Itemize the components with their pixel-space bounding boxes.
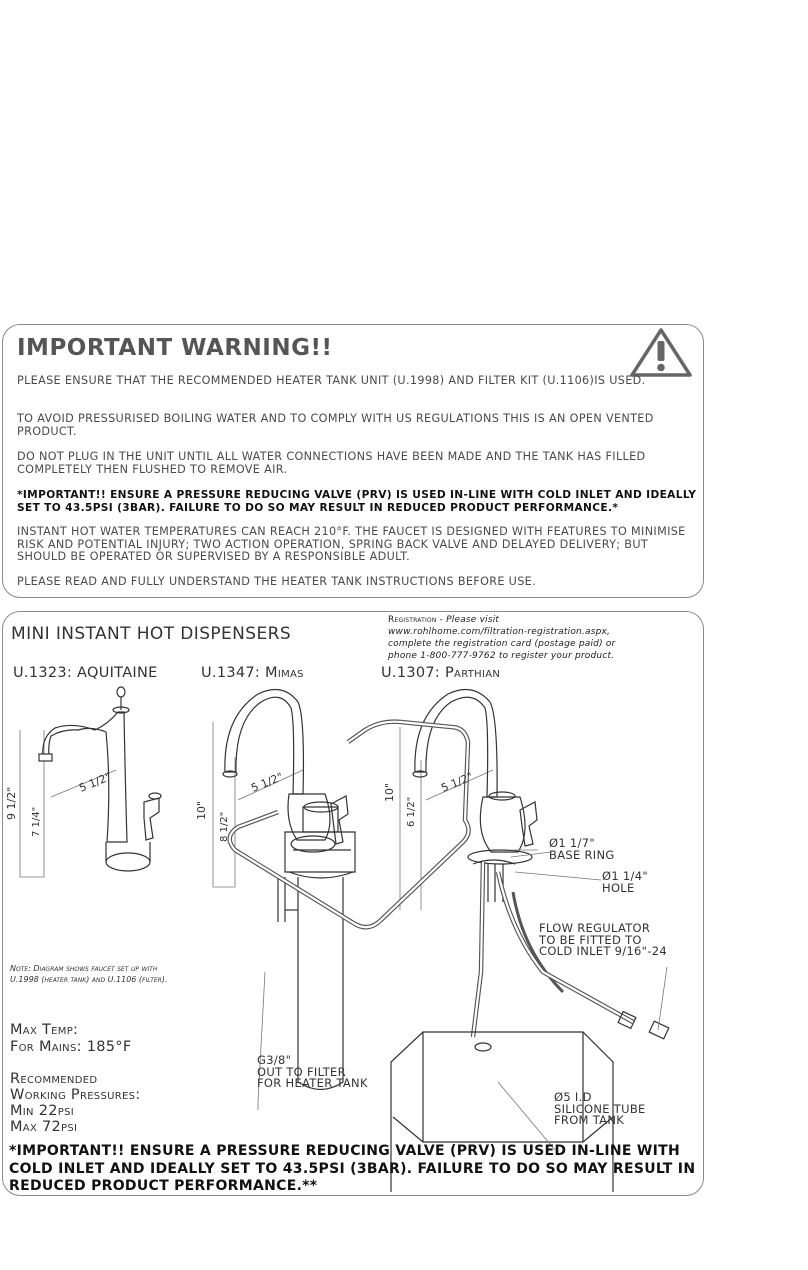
warning-paragraph-1: PLEASE ENSURE THAT THE RECOMMENDED HEATE… [17, 374, 646, 387]
recommended-label: Recommended [10, 1071, 98, 1087]
registration-line-4: phone 1-800-777-9762 to register your pr… [388, 651, 615, 661]
min-pressure: Min 22psi [10, 1103, 75, 1119]
dim-mimas-lower: 8 1/2" [219, 812, 230, 842]
bottom-prv-warning: *IMPORTANT!! ENSURE A PRESSURE REDUCING … [9, 1143, 696, 1194]
faucet-aquitaine-drawing [19, 686, 162, 878]
registration-line-1: Please visit [446, 615, 500, 625]
callout-hole-text: HOLE [602, 880, 635, 895]
warning-triangle-icon [630, 328, 692, 377]
dim-parthian-height: 10" [383, 783, 396, 802]
dim-mimas-reach: 5 1/2" [249, 770, 285, 795]
callout-flow-line-2: TO BE FITTED TO [539, 932, 642, 947]
callout-flow-line-1: FLOW REGULATOR [539, 921, 651, 935]
warning-title: IMPORTANT WARNING!! [17, 335, 333, 361]
max-temp-label: Max Temp: [10, 1022, 79, 1038]
callout-g38-size: G3/8" [257, 1053, 292, 1067]
max-pressure: Max 72psi [10, 1119, 78, 1135]
registration-line-2: www.rohlhome.com/filtration-registration… [388, 627, 611, 637]
callout-base-ring-size: Ø1 1/7" [549, 836, 595, 850]
warning-panel: IMPORTANT WARNING!! PLEASE ENSURE THAT T… [2, 324, 704, 598]
callout-tube-size: Ø5 I.D [554, 1090, 592, 1104]
callout-hole: Ø1 1/4" HOLE [602, 869, 648, 895]
warning-paragraph-2: TO AVOID PRESSURISED BOILING WATER AND T… [17, 412, 654, 438]
callout-g38-line-3: FOR HEATER TANK [257, 1076, 368, 1090]
callout-hole-size: Ø1 1/4" [602, 869, 648, 883]
hose-drawing [227, 719, 635, 1038]
installation-diagram: 5 1/2" 9 1/2" 7 1/4" 5 1/2" 10" 8 1/2" 5… [5, 686, 670, 1192]
callout-base-ring-text: BASE RING [549, 847, 615, 862]
callout-tube-line-3: FROM TANK [554, 1113, 625, 1127]
warning-paragraph-3: DO NOT PLUG IN THE UNIT UNTIL ALL WATER … [17, 450, 646, 476]
dispenser-panel: MINI INSTANT HOT DISPENSERS Registration… [2, 611, 704, 1196]
callout-flow-line-3: COLD INLET 9/16"-24 [539, 944, 667, 958]
heater-tank-drawing [390, 1031, 614, 1192]
faucet-mimas-drawing [212, 688, 349, 888]
dim-aquitaine-height: 9 1/2" [5, 787, 18, 820]
registration-line-3: complete the registration card (postage … [388, 639, 616, 649]
diagram-note: Note: Diagram shows faucet set up with U… [10, 964, 168, 984]
registration-note: Registration - Please visit www.rohlhome… [388, 614, 615, 662]
callout-g38-outlet: G3/8" OUT TO FILTER FOR HEATER TANK [257, 1053, 368, 1090]
dim-aquitaine-lower: 7 1/4" [31, 807, 42, 837]
dim-aquitaine-reach: 5 1/2" [77, 770, 113, 795]
working-pressures-label: Working Pressures: [10, 1087, 141, 1103]
warning-paragraph-temperature: INSTANT HOT WATER TEMPERATURES CAN REACH… [17, 525, 686, 564]
model-label-aquitaine: U.1323: AQUITAINE [13, 665, 158, 681]
callout-tube-line-2: SILICONE TUBE [554, 1101, 646, 1116]
model-label-parthian: U.1307: Parthian [381, 665, 501, 681]
callout-base-ring: Ø1 1/7" BASE RING [549, 836, 615, 862]
callout-g38-line-2: OUT TO FILTER [257, 1064, 346, 1079]
dim-mimas-height: 10" [195, 801, 208, 820]
model-label-mimas: U.1347: Mimas [201, 665, 304, 681]
dim-parthian-reach: 5 1/2" [439, 770, 475, 795]
for-mains-temp: For Mains: 185°F [10, 1039, 132, 1055]
callout-silicone-tube: Ø5 I.D SILICONE TUBE FROM TANK [554, 1090, 646, 1127]
dim-parthian-lower: 6 1/2" [406, 797, 417, 827]
dispensers-title: MINI INSTANT HOT DISPENSERS [11, 624, 292, 644]
warning-paragraph-prv: *IMPORTANT!! ENSURE A PRESSURE REDUCING … [17, 489, 697, 514]
warning-paragraph-read: PLEASE READ AND FULLY UNDERSTAND THE HEA… [17, 575, 536, 588]
registration-lead: Registration - [388, 615, 447, 625]
filter-drawing [277, 801, 356, 1091]
callout-flow-regulator: FLOW REGULATOR TO BE FITTED TO COLD INLE… [539, 921, 667, 958]
